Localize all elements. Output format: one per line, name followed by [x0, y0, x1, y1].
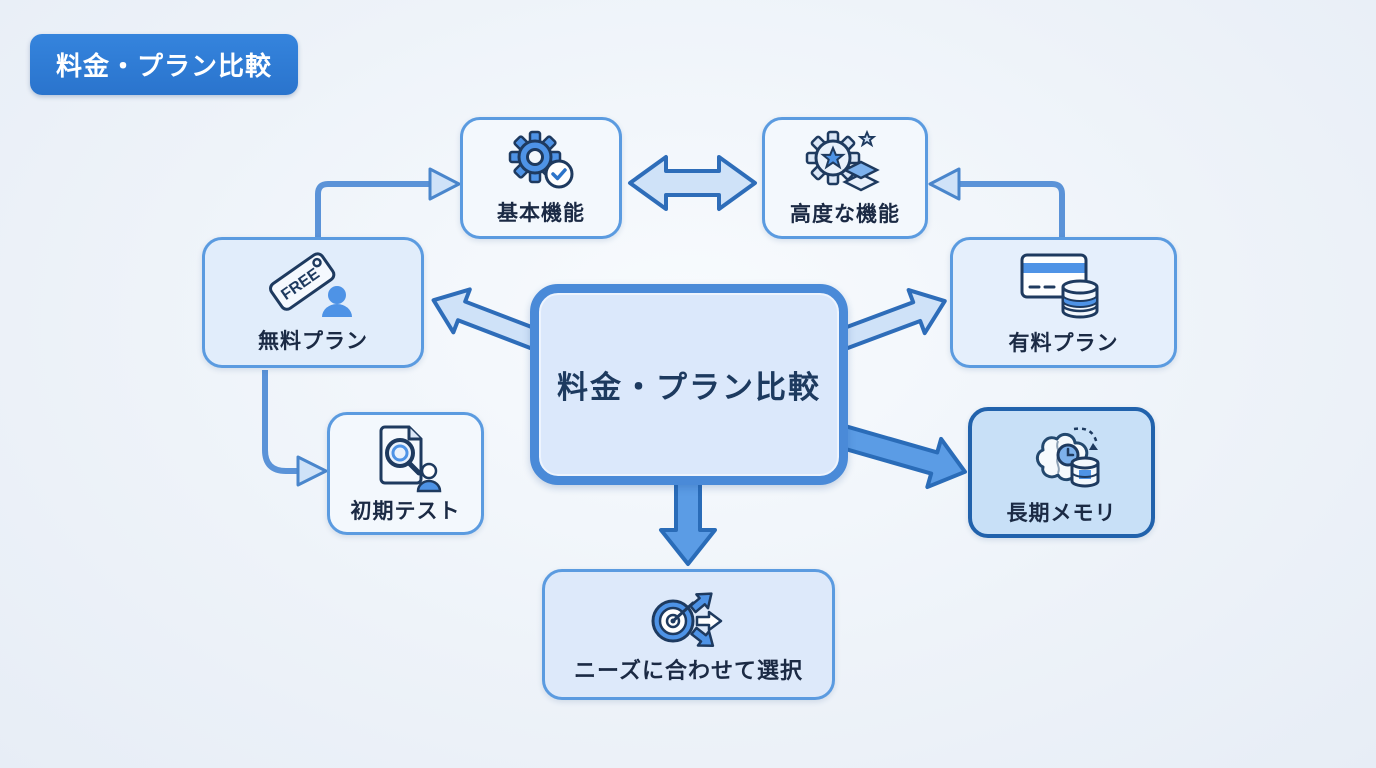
- document-magnifier-user-icon: [379, 425, 441, 492]
- brain-clock-database-icon: [1035, 426, 1099, 487]
- edge-paid-to-advanced: [928, 167, 1065, 244]
- edge-free-to-basic: [315, 167, 461, 244]
- credit-card-coins-icon: [1020, 253, 1098, 318]
- edge-center-to-paid: [832, 288, 947, 353]
- node-paid-plan: 有料プラン: [950, 237, 1177, 368]
- node-label: 高度な機能: [790, 203, 900, 226]
- node-label: ニーズに合わせて選択: [574, 657, 803, 683]
- gear-star-layers-icon: [805, 129, 880, 192]
- edge-center-to-memory: [834, 423, 967, 490]
- node-basic-features: 基本機能: [460, 117, 622, 239]
- node-label: 長期メモリ: [1006, 501, 1117, 525]
- node-long-term-memory: 長期メモリ: [968, 407, 1155, 538]
- target-arrows-icon: [651, 591, 722, 647]
- node-needs-selection: ニーズに合わせて選択: [542, 569, 835, 700]
- title-badge: 料金・プラン比較: [30, 34, 299, 95]
- edge-free-to-initial: [262, 370, 328, 487]
- node-label: 有料プラン: [1008, 331, 1119, 355]
- title-badge-label: 料金・プラン比較: [56, 51, 273, 81]
- node-free-plan: FREE 無料プラン: [202, 237, 424, 368]
- edge-basic-advanced-double-arrow: [628, 155, 757, 211]
- node-label: 初期テスト: [350, 499, 461, 523]
- center-node: 料金・プラン比較: [530, 284, 848, 485]
- node-label: 基本機能: [497, 202, 585, 225]
- edge-center-to-needs: [659, 476, 717, 566]
- gear-check-icon: [508, 130, 574, 189]
- node-label: 無料プラン: [258, 329, 368, 353]
- node-initial-test: 初期テスト: [327, 412, 484, 535]
- node-advanced-features: 高度な機能: [762, 117, 928, 239]
- center-node-label: 料金・プラン比較: [557, 370, 821, 405]
- free-tag-user-icon: FREE: [269, 251, 352, 317]
